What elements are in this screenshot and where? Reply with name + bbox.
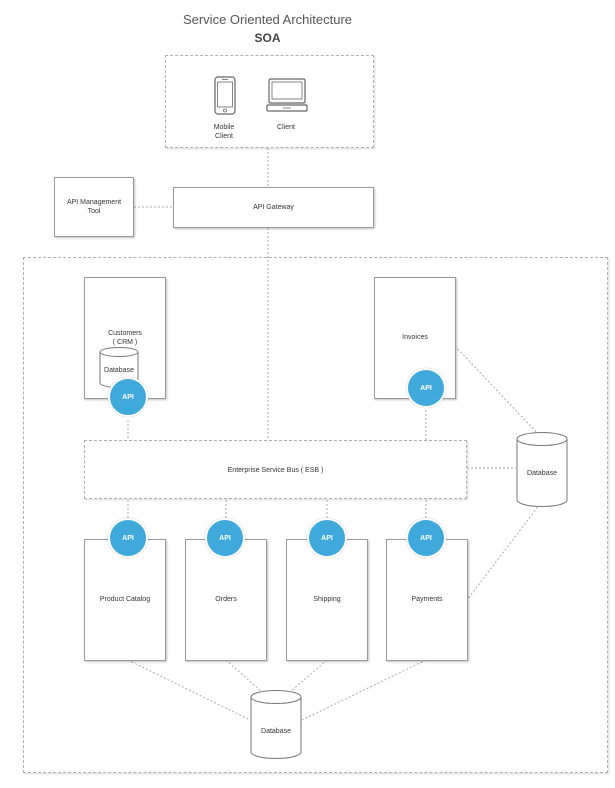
- diagram-title: Service Oriented Architecture: [182, 12, 353, 27]
- product-catalog-label: Product Catalog: [99, 596, 151, 603]
- esb-label: Enterprise Service Bus ( ESB ): [227, 467, 324, 474]
- laptop-icon: [266, 78, 308, 112]
- api-badge-crm: API: [108, 377, 148, 417]
- payments-label: Payments: [411, 596, 443, 603]
- clients-container: Mobile Client Client: [165, 55, 374, 148]
- mobile-client-label: Mobile Client: [213, 124, 235, 140]
- bottom-database-icon: [250, 690, 302, 759]
- payments-box: Payments: [386, 539, 468, 661]
- crm-database-label: Database: [104, 367, 134, 374]
- api-badge-orders: API: [205, 518, 245, 558]
- invoices-label: Invoices: [402, 334, 428, 341]
- client-label: Client: [277, 124, 295, 131]
- api-management-tool-box: API Management Tool: [54, 177, 134, 237]
- shipping-box: Shipping: [286, 539, 368, 661]
- api-management-tool-label: API Management Tool: [66, 199, 122, 215]
- api-badge-payments: API: [406, 518, 446, 558]
- api-badge-product-catalog: API: [108, 518, 148, 558]
- payments-db-connector: [466, 503, 541, 601]
- product-catalog-box: Product Catalog: [84, 539, 166, 661]
- shipping-label: Shipping: [313, 596, 341, 603]
- api-gateway-label: API Gateway: [253, 204, 294, 211]
- api-gateway-box: API Gateway: [173, 187, 374, 228]
- orders-db-connector: [225, 659, 263, 693]
- orders-box: Orders: [185, 539, 267, 661]
- side-database-icon: [516, 432, 568, 507]
- api-badge-invoices: API: [406, 368, 446, 408]
- services-container: [23, 257, 608, 773]
- bottom-database-label: Database: [261, 728, 291, 735]
- mobile-phone-icon: [214, 76, 236, 115]
- side-database-label: Database: [527, 470, 557, 477]
- orders-label: Orders: [215, 596, 237, 603]
- payments-bottomdb-connector: [301, 659, 427, 721]
- catalog-db-connector: [127, 659, 251, 721]
- esb-box: Enterprise Service Bus ( ESB ): [84, 440, 467, 499]
- customers-crm-label: Customers ( CRM ): [108, 330, 142, 346]
- invoices-db-connector: [454, 345, 541, 437]
- api-badge-shipping: API: [307, 518, 347, 558]
- shipping-db-connector: [289, 659, 328, 693]
- diagram-subtitle: SOA: [254, 31, 281, 45]
